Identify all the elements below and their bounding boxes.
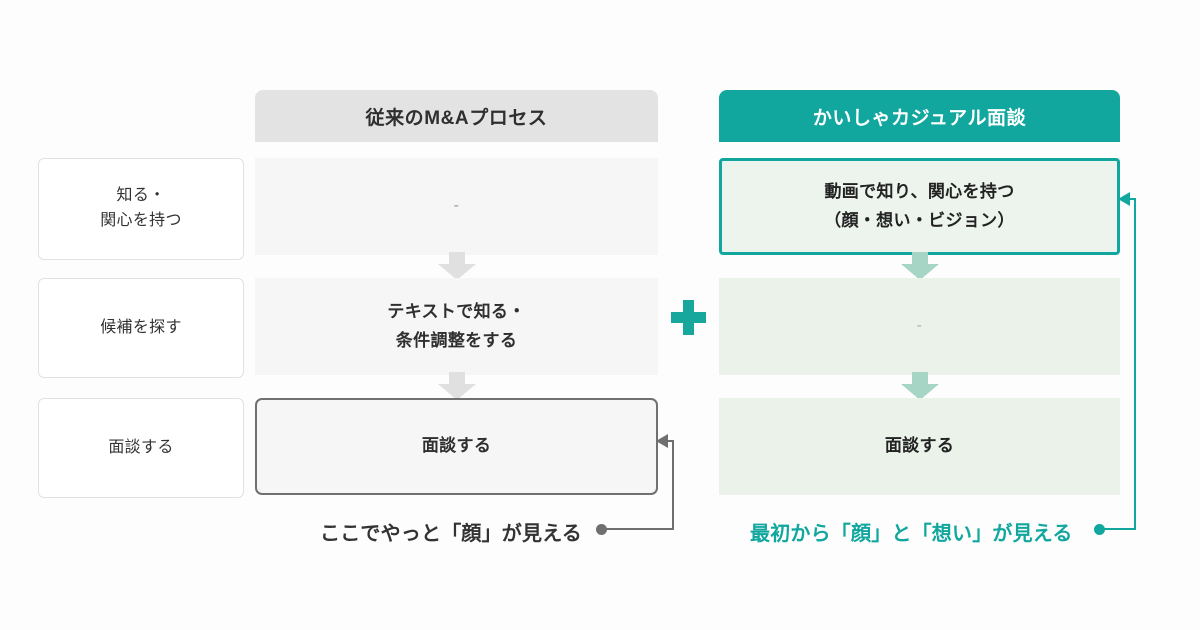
column-header-legacy: 従来のM&Aプロセス xyxy=(255,90,658,142)
stage-label-know-interest: 知る・ 関心を持つ xyxy=(38,158,244,260)
arrow-head xyxy=(438,384,476,400)
stage-label-line1: 候補を探す xyxy=(100,318,182,336)
new-step-2: - xyxy=(719,278,1120,375)
new-step-3: 面談する xyxy=(719,398,1120,495)
legacy-step-3-label: 面談する xyxy=(421,436,492,456)
new-step-1-highlighted: 動画で知り、関心を持つ （顔・想い・ビジョン） xyxy=(719,158,1120,255)
legacy-step-2-line2: 条件調整をする xyxy=(395,330,518,350)
down-arrow-icon xyxy=(438,372,476,400)
stage-label-search-candidates: 候補を探す xyxy=(38,278,244,378)
legacy-step-1-label: - xyxy=(453,197,460,215)
connector-dot-legacy xyxy=(596,524,607,535)
caption-legacy: ここでやっと「顔」が見える xyxy=(320,523,582,545)
legacy-step-2: テキストで知る・ 条件調整をする xyxy=(255,278,658,375)
connector-segment-vertical xyxy=(1134,198,1136,530)
down-arrow-icon xyxy=(901,252,939,280)
connector-segment-horizontal-top xyxy=(666,440,674,442)
arrow-head xyxy=(901,384,939,400)
down-arrow-icon xyxy=(438,252,476,280)
stage-label-line1: 知る・ xyxy=(116,187,166,205)
legacy-step-2-line1: テキストで知る・ xyxy=(387,302,526,322)
new-step-2-label: - xyxy=(916,317,923,335)
new-step-1-line1: 動画で知り、関心を持つ xyxy=(824,182,1015,202)
column-header-legacy-label: 従来のM&Aプロセス xyxy=(365,107,548,129)
connector-segment-horizontal xyxy=(1103,528,1136,530)
arrow-head xyxy=(438,264,476,280)
connector-arrowhead-new xyxy=(1118,192,1130,206)
legacy-step-3-highlighted: 面談する xyxy=(255,398,658,495)
arrow-stem xyxy=(912,372,928,386)
column-header-kaisha-casual: かいしゃカジュアル面談 xyxy=(719,90,1120,142)
arrow-stem xyxy=(912,252,928,266)
plus-bar-vertical xyxy=(683,300,694,335)
arrow-head xyxy=(901,264,939,280)
plus-sign-icon xyxy=(671,300,706,335)
connector-segment-horizontal xyxy=(605,528,674,530)
new-step-1-line2: （顔・想い・ビジョン） xyxy=(824,210,1015,230)
new-step-3-label: 面談する xyxy=(884,436,955,456)
connector-segment-horizontal-top xyxy=(1128,198,1136,200)
column-header-kaisha-casual-label: かいしゃカジュアル面談 xyxy=(812,107,1027,129)
connector-segment-vertical xyxy=(672,440,674,530)
caption-new: 最初から「顔」と「想い」が見える xyxy=(750,523,1073,545)
arrow-stem xyxy=(449,252,465,266)
legacy-step-1: - xyxy=(255,158,658,255)
stage-label-line2: 関心を持つ xyxy=(100,212,182,229)
arrow-stem xyxy=(449,372,465,386)
connector-dot-new xyxy=(1094,524,1105,535)
down-arrow-icon xyxy=(901,372,939,400)
stage-label-interview: 面談する xyxy=(38,398,244,498)
stage-label-line1: 面談する xyxy=(108,438,174,456)
connector-arrowhead-legacy xyxy=(656,434,668,448)
